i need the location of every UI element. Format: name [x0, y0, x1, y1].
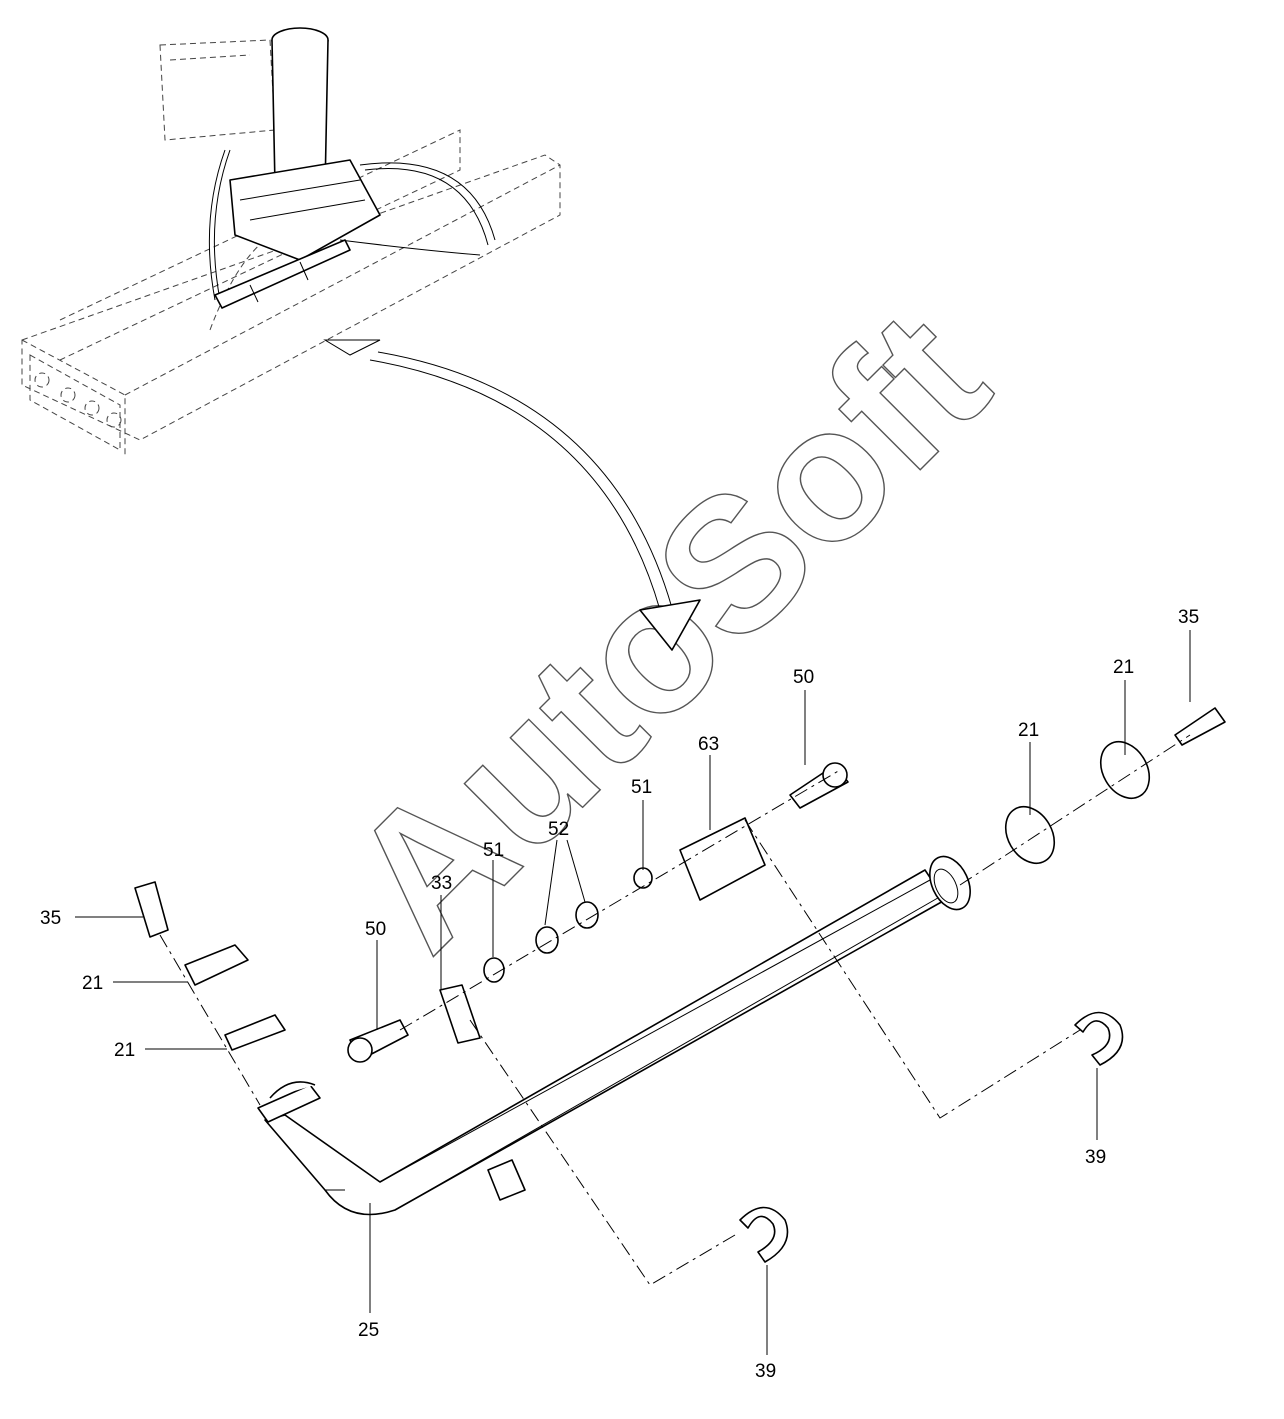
u-fitting-bottom — [739, 1206, 789, 1263]
callout-35-left: 35 — [40, 908, 61, 929]
callout-39-right: 39 — [1085, 1147, 1106, 1168]
middle-bolt-stack — [347, 762, 849, 1286]
callout-35-top: 35 — [1178, 607, 1199, 628]
callout-51-top: 51 — [631, 777, 652, 798]
callout-33: 33 — [431, 873, 452, 894]
leader-lines — [75, 630, 1191, 1355]
callout-52: 52 — [548, 819, 569, 840]
callout-50-mid: 50 — [365, 919, 386, 940]
arrow-head — [639, 599, 701, 651]
u-fitting-right — [1074, 1011, 1124, 1066]
main-tube — [257, 855, 971, 1216]
callout-21-top-a: 21 — [1113, 657, 1134, 678]
callout-63: 63 — [698, 734, 719, 755]
curved-arrow — [369, 359, 661, 611]
callouts: 35 21 21 50 63 51 52 51 33 50 35 21 21 3… — [40, 607, 1199, 1382]
callout-21-left-a: 21 — [82, 973, 103, 994]
callout-51-mid: 51 — [483, 840, 504, 861]
callout-50-top: 50 — [793, 667, 814, 688]
callout-25: 25 — [358, 1320, 379, 1341]
callout-21-top-b: 21 — [1018, 720, 1039, 741]
right-clamp-stack — [744, 707, 1226, 1119]
overview-assembly — [21, 27, 561, 455]
left-clamp-stack — [134, 881, 286, 1106]
callout-39-bottom: 39 — [755, 1361, 776, 1382]
callout-21-left-b: 21 — [114, 1040, 135, 1061]
